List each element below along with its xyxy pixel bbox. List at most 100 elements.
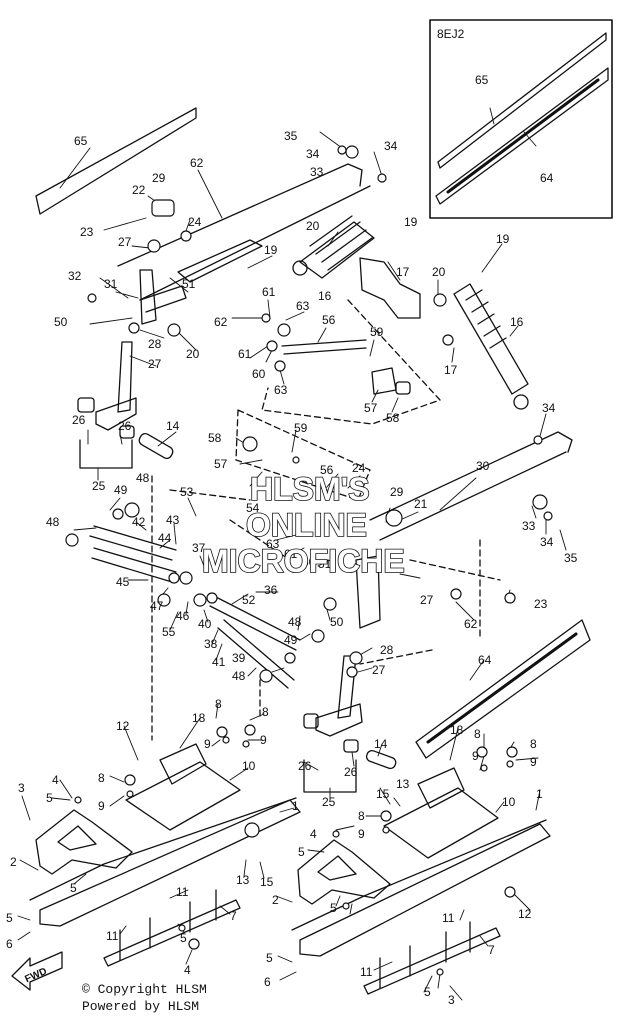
rear-arm-30-bottom: [379, 451, 567, 541]
callout-32: 32: [68, 269, 82, 283]
callout-50: 50: [54, 315, 68, 329]
callout-34: 34: [540, 535, 554, 549]
callout-23: 23: [534, 597, 548, 611]
callout-26: 26: [72, 413, 86, 427]
dashed-leader-right: [359, 539, 501, 665]
callout-51: 51: [182, 277, 196, 291]
callout-63: 63: [274, 383, 288, 397]
callout-6: 6: [6, 937, 13, 951]
kingpin-upper: [117, 341, 133, 413]
callout-28: 28: [380, 643, 394, 657]
callout-27: 27: [118, 235, 132, 249]
callout-10: 10: [242, 759, 256, 773]
callout-7: 7: [230, 909, 237, 923]
ski-right-runner-7: [363, 927, 501, 995]
callout-29: 29: [390, 485, 404, 499]
callout-33: 33: [310, 165, 324, 179]
callout-4: 4: [184, 963, 191, 977]
callout-13: 13: [396, 777, 410, 791]
shock-16-right-body: [453, 283, 529, 395]
bushing-26-upper-r: [119, 425, 135, 439]
callout-51: 51: [318, 557, 332, 571]
callout-11: 11: [106, 929, 119, 943]
callout-20: 20: [186, 347, 200, 361]
callout-39: 39: [232, 651, 246, 665]
callout-27: 27: [148, 357, 162, 371]
callout-63: 63: [296, 299, 310, 313]
callout-58: 58: [208, 431, 222, 445]
callout-47: 47: [150, 599, 164, 613]
bushing-26-right-l: [303, 713, 319, 729]
ski-right-mount-10: [383, 787, 499, 859]
ski-left-body: [39, 799, 301, 927]
callout-48: 48: [136, 471, 150, 485]
ski-left-mount-10: [125, 761, 241, 831]
callout-65: 65: [475, 73, 489, 87]
callout-65: 65: [74, 134, 88, 148]
bushing-26-right-r: [343, 739, 359, 753]
inset-box: [429, 19, 613, 219]
callout-12: 12: [116, 719, 130, 733]
callout-29: 29: [152, 171, 166, 185]
rod-45: [91, 547, 177, 583]
callout-16: 16: [510, 315, 524, 329]
callout-48: 48: [232, 669, 246, 683]
callout-9: 9: [358, 827, 365, 841]
callout-5: 5: [266, 951, 273, 965]
shock-16-right-spring: [465, 289, 507, 349]
callout-46: 46: [176, 609, 190, 623]
callout-12: 12: [518, 907, 532, 921]
callout-26: 26: [344, 765, 358, 779]
callout-59: 59: [294, 421, 308, 435]
callout-2: 2: [10, 855, 17, 869]
rod-14-upper: [138, 432, 174, 460]
callout-36: 36: [264, 583, 278, 597]
callout-14: 14: [166, 419, 180, 433]
copyright-text: © Copyright HLSM: [82, 982, 207, 997]
callout-61: 61: [238, 347, 252, 361]
callout-60: 60: [252, 367, 266, 381]
callout-26: 26: [298, 759, 312, 773]
callout-15: 15: [260, 875, 274, 889]
dashed-box-upper: [261, 299, 441, 425]
callout-23: 23: [80, 225, 94, 239]
callout-9: 9: [204, 737, 211, 751]
ski-left-top-edge: [29, 797, 297, 901]
callout-34: 34: [384, 139, 398, 153]
callout-62: 62: [464, 617, 478, 631]
callout-9: 9: [472, 749, 479, 763]
inset-label: 8EJ2: [437, 27, 465, 41]
callout-61: 61: [262, 285, 276, 299]
callout-5: 5: [180, 931, 187, 945]
callout-62: 62: [190, 156, 204, 170]
callout-9: 9: [260, 733, 267, 747]
callout-59: 59: [370, 325, 384, 339]
callout-64: 64: [478, 653, 492, 667]
ski-right-handle: [297, 839, 391, 905]
callout-5: 5: [6, 911, 13, 925]
callout-8: 8: [474, 727, 481, 741]
ski-right-mount-18: [417, 767, 465, 809]
callout-34: 34: [306, 147, 320, 161]
fwd-label: FWD: [23, 966, 48, 985]
callout-48: 48: [288, 615, 302, 629]
callout-57: 57: [214, 457, 228, 471]
rod-36: [209, 595, 301, 651]
callout-53: 53: [180, 485, 194, 499]
callout-25: 25: [322, 795, 336, 809]
callout-52: 52: [242, 593, 256, 607]
callout-43: 43: [166, 513, 180, 527]
callout-20: 20: [306, 219, 320, 233]
callout-26: 26: [118, 419, 132, 433]
callout-49: 49: [114, 483, 128, 497]
callout-42: 42: [132, 515, 146, 529]
tie-bracket-upper: [359, 257, 421, 319]
ski-left-handle: [35, 809, 133, 875]
shock-16-upper-eye: [292, 260, 308, 276]
callout-19: 19: [264, 243, 278, 257]
decal-64-lower-stripe: [426, 632, 578, 744]
callout-34: 34: [542, 401, 556, 415]
callout-13: 13: [236, 873, 250, 887]
callout-38: 38: [204, 637, 218, 651]
